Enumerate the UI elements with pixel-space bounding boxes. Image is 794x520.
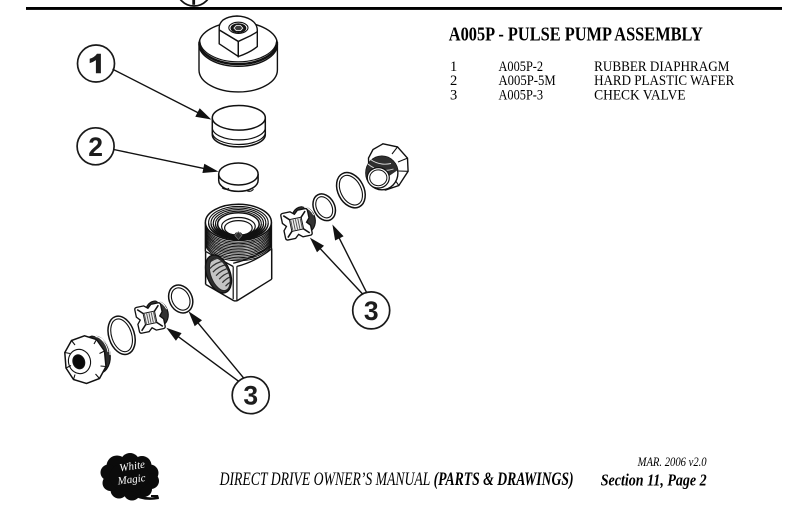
- svg-text:DIRECT DRIVE OWNER’S MANUAL (P: DIRECT DRIVE OWNER’S MANUAL (PARTS & DRA…: [219, 469, 574, 490]
- svg-text:MAR. 2006 v2.0: MAR. 2006 v2.0: [637, 455, 707, 469]
- svg-text:A005P - PULSE PUMP ASSEMBLY: A005P - PULSE PUMP ASSEMBLY: [449, 25, 703, 46]
- svg-text:1: 1: [450, 59, 457, 75]
- svg-text:2: 2: [450, 73, 457, 89]
- svg-text:3: 3: [450, 88, 457, 104]
- svg-text:CHECK VALVE: CHECK VALVE: [594, 88, 686, 104]
- svg-text:3: 3: [364, 296, 379, 326]
- svg-text:2: 2: [88, 132, 103, 162]
- svg-text:Magic: Magic: [116, 472, 146, 487]
- svg-text:Section 11, Page 2: Section 11, Page 2: [601, 471, 707, 490]
- svg-text:A005P-5M: A005P-5M: [499, 73, 556, 89]
- svg-text:HARD PLASTIC WAFER: HARD PLASTIC WAFER: [594, 73, 734, 89]
- svg-text:RUBBER DIAPHRAGM: RUBBER DIAPHRAGM: [594, 59, 729, 75]
- svg-text:A005P-2: A005P-2: [499, 59, 544, 75]
- svg-text:White: White: [119, 459, 146, 475]
- svg-text:A005P-3: A005P-3: [499, 88, 544, 104]
- svg-text:3: 3: [243, 381, 258, 411]
